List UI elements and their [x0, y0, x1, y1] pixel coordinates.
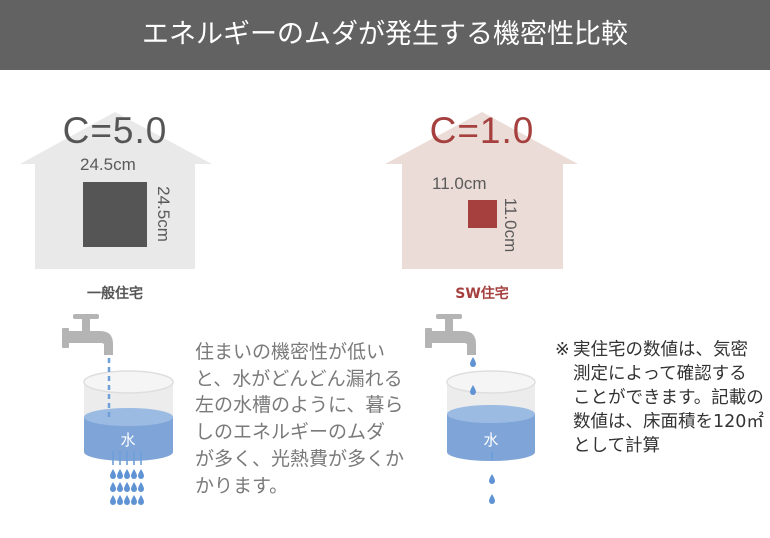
footnote-line: ことができます。記載の	[573, 388, 764, 408]
general-gap-height: 24.5cm	[154, 186, 173, 242]
reference-mark: ※	[555, 340, 570, 360]
sw-gap-height: 11.0cm	[501, 197, 520, 253]
sw-water-label: 水	[483, 431, 499, 449]
page-title: エネルギーのムダが発生する機密性比較	[142, 19, 628, 50]
sw-gap-square	[468, 200, 497, 228]
description-line: 左の水槽のように、暮ら	[195, 394, 404, 417]
faucet-icon	[62, 314, 113, 355]
light-leak-drips	[470, 357, 495, 504]
footnote-line: 実住宅の数値は、気密	[573, 340, 748, 360]
sw-gap-width: 11.0cm	[432, 174, 487, 193]
general-gap-width: 24.5cm	[80, 155, 136, 174]
footnote: ※ 実住宅の数値は、気密 測定によって確認する ことができます。記載の 数値は、…	[555, 338, 768, 458]
faucet-icon	[425, 314, 476, 355]
water-tank-icon	[83, 358, 174, 461]
general-c-value: C=5.0	[62, 110, 168, 151]
sw-c-value: C=1.0	[429, 110, 535, 151]
description-line: しのエネルギーのムダ	[195, 421, 386, 444]
footnote-line: として計算	[573, 436, 660, 456]
description-line: が多く、光熱費が多くか	[195, 447, 405, 470]
footnote-line: 測定によって確認する	[573, 364, 747, 384]
footnote-line: 数値は、床面積を120㎡	[573, 412, 764, 432]
description-line: と、水がどんどん漏れる	[195, 367, 403, 390]
header-bar: エネルギーのムダが発生する機密性比較	[0, 0, 770, 70]
sw-house-label: SW住宅	[455, 286, 509, 302]
heavy-leak-drips	[110, 451, 144, 505]
general-house-icon	[20, 112, 212, 269]
description-line: かります。	[195, 474, 289, 497]
water-tank-icon	[446, 370, 536, 461]
sw-house-icon	[385, 112, 578, 269]
general-house-label: 一般住宅	[87, 286, 143, 302]
description-line: 住まいの機密性が低い	[195, 341, 386, 363]
general-water-label: 水	[120, 431, 136, 449]
general-gap-square	[83, 182, 147, 247]
description-text: 住まいの機密性が低い と、水がどんどん漏れる 左の水槽のように、暮ら しのエネル…	[195, 339, 405, 499]
